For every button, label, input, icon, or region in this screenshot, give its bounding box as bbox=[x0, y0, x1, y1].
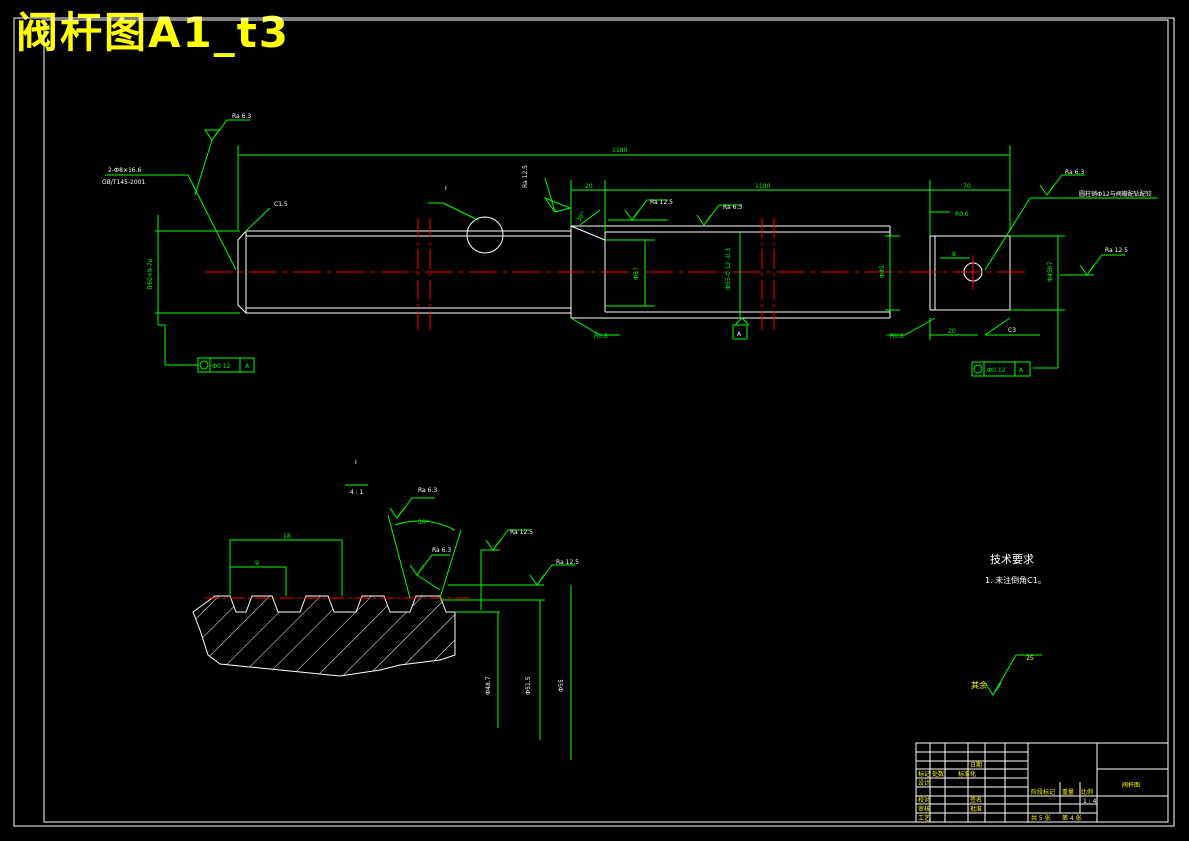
tb-scale-value: 1 : 4 bbox=[1083, 798, 1097, 805]
detail-pitch-18: 18 bbox=[283, 533, 291, 540]
right-note: 圆柱销Ф12与阀瓣配钻配铰 bbox=[1079, 190, 1152, 198]
detail-dim-2: Ф51.5 bbox=[525, 676, 532, 695]
tb-drawing-name: 阀杆图 bbox=[1122, 781, 1140, 789]
dia-right: Ф45 bbox=[879, 265, 886, 278]
detail-roughness-2: Ra 6.3 bbox=[432, 547, 451, 554]
datum-a: A bbox=[737, 331, 742, 338]
roughness-top-left: Ra 6.3 bbox=[232, 113, 251, 120]
tb-scale-label: 比例 bbox=[1081, 788, 1093, 796]
chamfer-30: 30° bbox=[576, 210, 587, 223]
other-value: 25 bbox=[1026, 655, 1034, 662]
r-right-top: R0.6 bbox=[955, 211, 969, 218]
tb-sheet-no: 第 4 张 bbox=[1062, 814, 1082, 822]
tb-sheets: 共 5 张 bbox=[1031, 814, 1051, 822]
roughness-slant: Ra 12.5 bbox=[522, 165, 529, 188]
dia-mid: Ф57 bbox=[633, 267, 640, 280]
detail-view: I 4 : 1 Ra 6.3 30° Ra 6.3 Ra 12.5 Ra 12.… bbox=[192, 459, 579, 760]
tb-date: 日期 bbox=[970, 761, 982, 769]
detail-dim-1: Ф48.7 bbox=[485, 676, 492, 695]
tb-sign: 签名 bbox=[970, 796, 982, 804]
tech-requirements: 技术要求 1. 未注倒角C1。 其余 25 bbox=[971, 553, 1046, 696]
tol-left-value: Ф0.12 bbox=[212, 363, 231, 370]
tol-right-datum: A bbox=[1019, 367, 1024, 374]
tb-design: 设计 bbox=[918, 779, 930, 787]
tol-right-value: Ф0.12 bbox=[987, 367, 1006, 374]
roughness-right: Ra 6.3 bbox=[1065, 169, 1084, 176]
main-view: 1180 2-Ф8×16.6 GB/T145-2001 C1.5 Tr60×9-… bbox=[102, 113, 1158, 377]
tech-item-1: 1. 未注倒角C1。 bbox=[985, 575, 1046, 585]
tb-standard: 标准化 bbox=[958, 770, 976, 778]
outer-frame bbox=[13, 17, 1175, 827]
detail-roughness-4: Ra 12.5 bbox=[556, 559, 579, 566]
len-c: 70 bbox=[963, 183, 971, 190]
tol-left-datum: A bbox=[245, 363, 250, 370]
tech-heading: 技术要求 bbox=[990, 553, 1034, 566]
roughness-b: Ra 6.3 bbox=[723, 204, 742, 211]
chamfer-c3: C3 bbox=[1008, 327, 1016, 334]
tb-process: 工艺 bbox=[918, 814, 930, 822]
roughness-far-right: Ra 12.5 bbox=[1105, 247, 1128, 254]
tb-stage: 阶段标记 bbox=[1031, 788, 1055, 796]
dia-right2: Ф45h7 bbox=[1047, 261, 1054, 282]
section-circle bbox=[466, 216, 504, 254]
tb-mark: 标记 bbox=[918, 770, 930, 778]
detail-dim-3: Ф55 bbox=[558, 679, 565, 692]
len-b: 1100 bbox=[755, 183, 770, 190]
tb-weight: 重量 bbox=[1062, 788, 1074, 796]
title-block bbox=[915, 742, 1169, 823]
dia-main: Ф55-0.12 -0.3 bbox=[725, 248, 732, 290]
overall-length: 1180 bbox=[612, 147, 627, 154]
detail-scale: 4 : 1 bbox=[350, 489, 364, 496]
tb-approve: 批准 bbox=[970, 805, 982, 813]
detail-label: I bbox=[355, 459, 357, 466]
r-left: R0.6 bbox=[594, 333, 608, 340]
detail-roughness-3: Ra 12.5 bbox=[510, 529, 533, 536]
tb-check: 校对 bbox=[918, 796, 930, 804]
len-a: 20 bbox=[585, 183, 593, 190]
diameter-left: Tr60×9-7e bbox=[147, 258, 154, 291]
tb-review: 审核 bbox=[918, 805, 930, 813]
roughness-a: Ra 12.5 bbox=[650, 199, 673, 206]
detail-pitch-9: 9 bbox=[255, 560, 259, 567]
small-dim: 8 bbox=[952, 251, 956, 258]
inner-frame bbox=[43, 19, 1169, 823]
thread-note-1: 2-Ф8×16.6 bbox=[108, 167, 142, 174]
thread-note-2: GB/T145-2001 bbox=[102, 179, 146, 186]
other-label: 其余 bbox=[971, 680, 987, 690]
tb-count: 处数 bbox=[932, 770, 944, 778]
r-right: R0.6 bbox=[890, 333, 904, 340]
chamfer-left: C1.5 bbox=[274, 201, 288, 208]
detail-angle: 30° bbox=[418, 519, 429, 526]
len-20: 20 bbox=[948, 328, 956, 335]
detail-section bbox=[192, 595, 456, 677]
detail-roughness-top: Ra 6.3 bbox=[418, 487, 437, 494]
other-roughness-symbol bbox=[984, 654, 1042, 696]
section-marker: I bbox=[445, 185, 447, 192]
